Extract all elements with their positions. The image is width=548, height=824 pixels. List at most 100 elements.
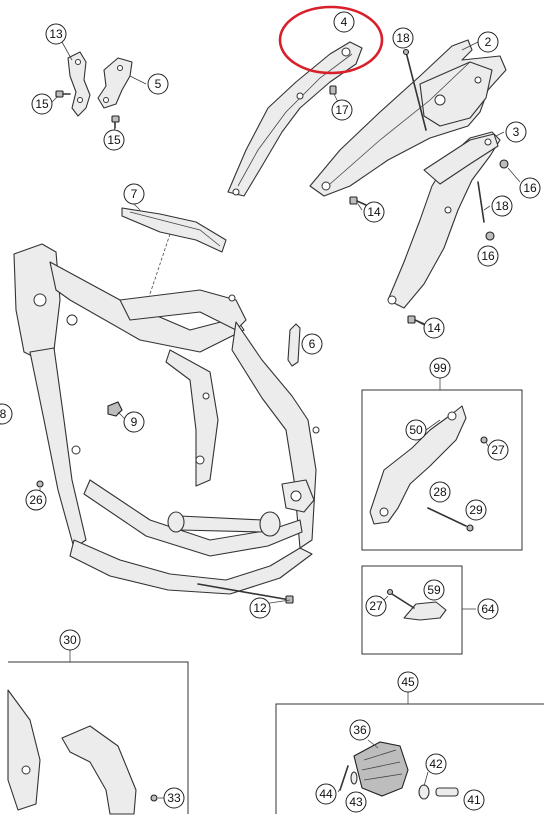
callout-14-a: 14 — [363, 201, 385, 223]
part-18-bolt-b — [477, 181, 485, 223]
part-main-frame — [13, 243, 320, 595]
group-box-45 — [275, 703, 544, 814]
part-4-subframe-left — [227, 41, 363, 197]
callout-59-label: 59 — [427, 583, 441, 597]
part-27-nut-a — [480, 436, 488, 444]
callout-99-label: 99 — [433, 361, 447, 375]
callout-28: 28 — [429, 481, 451, 503]
callout-45: 45 — [397, 671, 419, 693]
callout-64: 64 — [477, 598, 499, 620]
callout-13: 13 — [45, 23, 67, 45]
callout-28-label: 28 — [433, 485, 447, 499]
part-28-29-bolt — [427, 507, 474, 532]
callout-26: 26 — [25, 489, 47, 511]
callout-44: 44 — [315, 783, 337, 805]
callout-99: 99 — [429, 357, 451, 379]
callout-6-label: 6 — [309, 337, 316, 351]
callout-18-b-label: 18 — [495, 199, 509, 213]
callout-18-b: 18 — [491, 195, 513, 217]
part-5-plate — [97, 57, 133, 109]
callout-41-label: 41 — [467, 793, 481, 807]
part-59-guard — [403, 601, 447, 621]
part-16-nut-a — [499, 159, 509, 169]
part-2-subframe-rear — [309, 39, 507, 197]
callout-29-label: 29 — [469, 503, 483, 517]
callout-17-label: 17 — [335, 103, 349, 117]
callout-59: 59 — [423, 579, 445, 601]
callout-64-label: 64 — [481, 602, 495, 616]
callout-15-a: 15 — [31, 93, 53, 115]
part-3-strut — [387, 131, 501, 309]
callout-36: 36 — [349, 719, 371, 741]
callout-44-label: 44 — [319, 787, 333, 801]
callout-14-a-label: 14 — [367, 205, 381, 219]
part-30-exhaust — [7, 689, 137, 815]
callout-7-label: 7 — [131, 187, 138, 201]
group-box-99 — [361, 389, 523, 551]
callout-29: 29 — [465, 499, 487, 521]
callout-18-a: 18 — [392, 27, 414, 49]
callout-3-label: 3 — [513, 125, 520, 139]
callout-16-b-label: 16 — [481, 249, 495, 263]
callout-50: 50 — [405, 419, 427, 441]
highlight-ellipse — [278, 5, 384, 75]
callout-27-a: 27 — [487, 439, 509, 461]
callout-26-label: 26 — [29, 493, 43, 507]
part-43-washer — [350, 771, 358, 785]
callout-45-label: 45 — [401, 675, 415, 689]
callout-14-b: 14 — [423, 317, 445, 339]
callout-2: 2 — [477, 31, 499, 53]
callout-9: 9 — [123, 411, 145, 433]
group-box-64 — [361, 565, 463, 655]
part-42-spring — [418, 784, 430, 800]
part-44-pin — [339, 765, 349, 791]
part-17-bolt — [329, 85, 337, 95]
part-27-bolt-b — [386, 588, 415, 609]
callout-14-b-label: 14 — [427, 321, 441, 335]
part-33-nut — [150, 794, 158, 802]
callout-7: 7 — [123, 183, 145, 205]
callout-12-label: 12 — [253, 601, 267, 615]
part-6-strap — [287, 323, 301, 367]
part-7-bracket — [121, 207, 227, 307]
group-box-30 — [8, 661, 189, 814]
callout-41: 41 — [463, 789, 485, 811]
callout-15-b-label: 15 — [107, 133, 121, 147]
part-18-bolt-a — [402, 48, 427, 131]
part-15-bolt-a — [55, 90, 71, 98]
callout-4: 4 — [333, 11, 355, 33]
part-13-bracket — [67, 51, 91, 117]
part-36-footpeg — [353, 741, 409, 797]
callout-8-label: 8 — [0, 407, 7, 421]
callout-43-label: 43 — [349, 795, 363, 809]
part-14-bolt-b — [407, 315, 425, 325]
callout-27-b: 27 — [365, 595, 387, 617]
callout-42-label: 42 — [429, 757, 443, 771]
part-14-bolt-a — [349, 196, 367, 206]
callout-16-a: 16 — [519, 177, 541, 199]
callout-33: 33 — [163, 787, 185, 809]
callout-12: 12 — [249, 597, 271, 619]
part-12-bolt — [197, 583, 294, 604]
callout-50-label: 50 — [409, 423, 423, 437]
part-50-footrest-bracket — [369, 405, 467, 525]
callout-16-b: 16 — [477, 245, 499, 267]
callout-6: 6 — [301, 333, 323, 355]
part-41-pin — [435, 787, 459, 797]
callout-5-label: 5 — [155, 77, 162, 91]
callout-8-partial: 8 — [0, 403, 13, 425]
callout-9-label: 9 — [131, 415, 138, 429]
callout-13-label: 13 — [49, 27, 63, 41]
callout-43: 43 — [345, 791, 367, 813]
callout-5: 5 — [147, 73, 169, 95]
callout-30: 30 — [59, 629, 81, 651]
callout-33-label: 33 — [167, 791, 181, 805]
callout-2-label: 2 — [485, 35, 492, 49]
callout-27-a-label: 27 — [491, 443, 505, 457]
part-15-bolt-b — [111, 115, 120, 129]
callout-42: 42 — [425, 753, 447, 775]
callout-4-label: 4 — [341, 15, 348, 29]
callout-3: 3 — [505, 121, 527, 143]
